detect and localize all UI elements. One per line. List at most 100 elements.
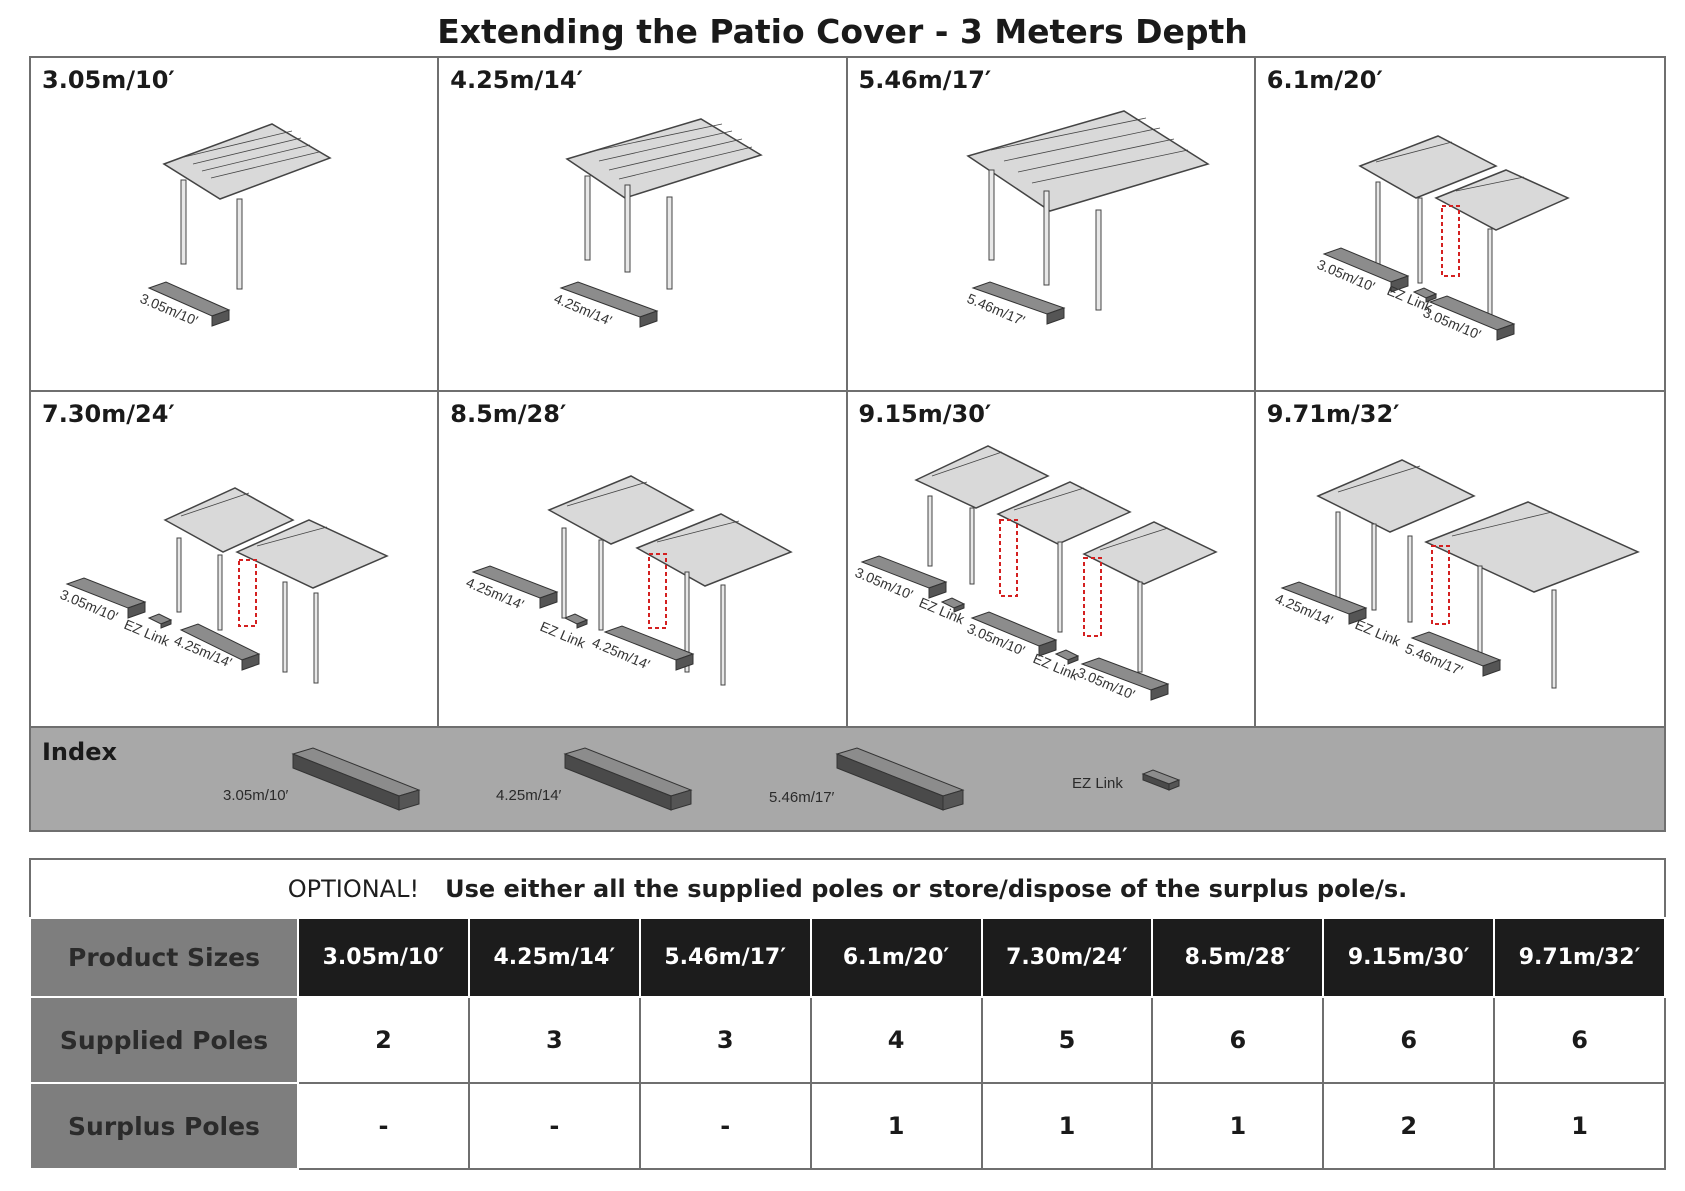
size-cell: 7.30m/24′ — [980, 917, 1154, 998]
diagram-shape — [953, 603, 964, 613]
panel-box-icon — [559, 281, 659, 328]
config-title: 6.1m/20′ — [1266, 66, 1383, 94]
size-cell: 6.1m/20′ — [809, 917, 983, 998]
size-cell: 9.15m/30′ — [1322, 917, 1496, 998]
patio-diagram: 5.46m/17′ — [964, 110, 1210, 329]
diagram-shape — [927, 495, 932, 567]
panel-box-icon — [1280, 581, 1368, 625]
diagram-shape — [609, 138, 743, 171]
config-title: 8.5m/28′ — [450, 400, 567, 428]
config-cell-5-46m: 5.46m/17′ 5.46m/17′ — [847, 58, 1256, 392]
patio-diagram: 3.05m/10′ EZ Link 3.05m/10′ — [1315, 135, 1570, 343]
diagram-shape — [1477, 565, 1483, 662]
diagram-shape — [1551, 589, 1557, 689]
panel-box-icon — [1322, 247, 1410, 293]
index-label-5-46m: 5.46m/17′ — [769, 789, 835, 806]
patio-diagram: 3.05m/10′ — [138, 123, 332, 329]
diagram-shape — [969, 507, 974, 585]
diagram-shape — [176, 537, 182, 613]
diagram-shape — [584, 175, 591, 261]
pole-count-cell: 1 — [1493, 1082, 1666, 1170]
patio-cover-illustration — [965, 110, 1210, 311]
pole-count-cell: 3 — [467, 996, 641, 1084]
diagram-shape — [282, 581, 288, 673]
pole-count-cell: 5 — [980, 996, 1154, 1084]
diagram-shape — [1455, 176, 1524, 192]
diagram-shape — [1057, 541, 1062, 633]
panel-box-icon-5-46m — [835, 747, 965, 811]
row-header: Supplied Poles — [29, 996, 299, 1084]
diagram-shape — [624, 184, 631, 273]
patio-cover-illustration — [547, 475, 794, 686]
config-title: 9.71m/32′ — [1266, 400, 1400, 428]
diagram-shape — [1043, 190, 1049, 286]
diagram-shape — [599, 130, 733, 162]
diagram-shape — [1375, 181, 1381, 265]
diagram-shape — [160, 619, 172, 629]
patio-diagram: 4.25m/14′ EZ Link 4.25m/14′ — [464, 475, 794, 686]
patio-cover-illustration — [1315, 459, 1640, 689]
pole-count-cell: 2 — [297, 996, 470, 1084]
diagram-shape — [1335, 511, 1341, 599]
box-label: EZ Link — [916, 594, 967, 628]
diagram-shape — [598, 539, 604, 631]
panel-box-icon — [860, 555, 947, 599]
panel-box-icon-4-25m — [563, 747, 693, 811]
diagram-shape — [639, 310, 658, 328]
diagram-shape — [1095, 209, 1101, 311]
diagram-shape — [1081, 521, 1218, 585]
diagram-shape — [1003, 127, 1160, 162]
diagram-shape — [1358, 135, 1498, 199]
index-label-4-25m: 4.25m/14′ — [496, 787, 562, 804]
panel-box-icon — [1410, 631, 1502, 677]
optional-note: OPTIONAL! Use either all the supplied po… — [29, 858, 1666, 917]
diagram-shape — [1390, 275, 1409, 293]
pole-count-cell: 1 — [1151, 1082, 1325, 1170]
index-legend: 3.05m/10′ 4.25m/14′ 5.46m/17′ EZ Link — [223, 747, 1181, 811]
diagram-shape — [928, 581, 946, 599]
diagram-shape — [565, 118, 764, 199]
ez-link-icon — [147, 613, 173, 629]
diagram-shape — [163, 487, 295, 553]
diagram-shape — [1496, 323, 1515, 341]
diagram-shape — [913, 445, 1050, 509]
ez-link-icon — [1412, 287, 1437, 303]
diagram-shape — [684, 571, 690, 673]
diagram-shape — [256, 526, 328, 547]
diagram-shape — [648, 553, 668, 629]
config-title: 9.15m/30′ — [858, 400, 992, 428]
pole-count-cell: 1 — [980, 1082, 1154, 1170]
diagram-shape — [1017, 138, 1174, 173]
diagram-shape — [657, 520, 740, 543]
diagram-shape — [1315, 459, 1476, 533]
panel-box-icon — [65, 577, 147, 619]
diagram-shape — [998, 519, 1018, 597]
config-cell-6-1m: 6.1m/20′ 3.05m/10′ EZ Link 3.05m/10′ — [1255, 58, 1664, 392]
diagram-shape — [720, 584, 726, 686]
diagram-shape — [183, 130, 293, 158]
diagram-shape — [1417, 197, 1423, 284]
panel-box-icon-3-05m — [291, 747, 421, 811]
diagram-shape — [241, 653, 260, 671]
row-header: Product Sizes — [29, 917, 299, 998]
diagram-shape — [1013, 487, 1084, 511]
patio-cover-illustration — [913, 445, 1218, 673]
config-cell-7-30m: 7.30m/24′ 3.05m/10′ EZ Link 4.25m/14′ — [31, 392, 440, 726]
diagram-shape — [1348, 607, 1367, 625]
pole-count-cell: 1 — [809, 1082, 983, 1170]
diagram-shape — [836, 753, 944, 811]
config-cell-3-05m: 3.05m/10′ 3.05m/10′ — [31, 58, 440, 392]
diagram-shape — [561, 527, 567, 619]
diagram-shape — [127, 601, 146, 619]
index-panel: Index 3.05m/10′ 4.25m/14′ 5.46m/17′ EZ L… — [29, 728, 1666, 832]
ez-link-icon — [1141, 769, 1181, 791]
panel-box-icon — [179, 623, 261, 671]
diagram-shape — [1137, 581, 1142, 673]
diagram-shape — [162, 123, 332, 200]
diagram-shape — [547, 475, 695, 545]
diagram-shape — [1425, 293, 1437, 303]
size-cell: 3.05m/10′ — [297, 917, 470, 998]
diagram-shape — [675, 653, 694, 671]
pole-count-cell: 6 — [1151, 996, 1325, 1084]
